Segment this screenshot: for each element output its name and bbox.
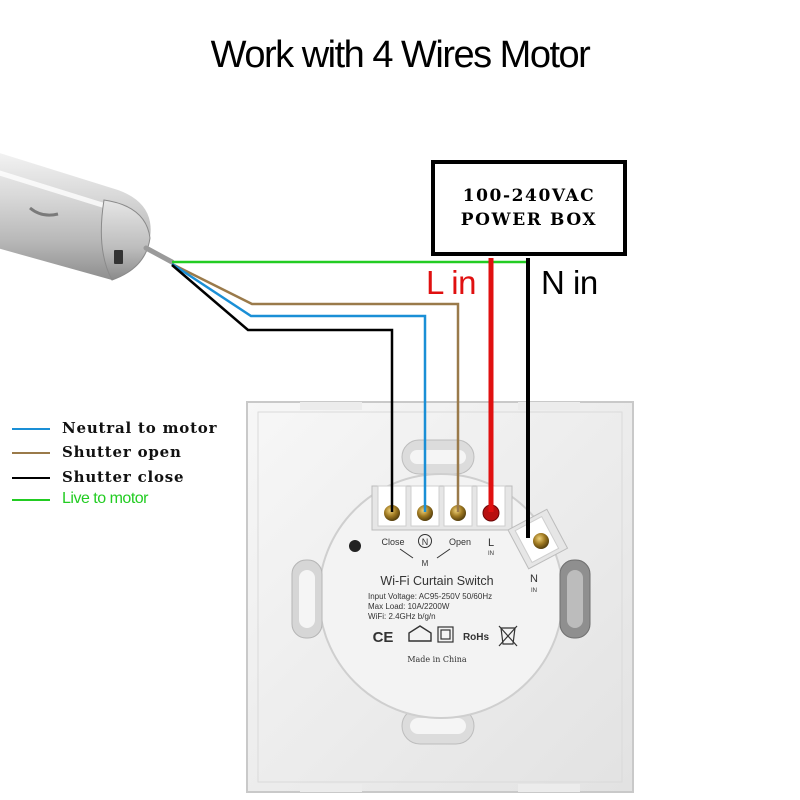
double-insulation-icon — [437, 626, 454, 643]
label-close: Close — [381, 537, 404, 547]
house-icon — [408, 625, 432, 642]
ce-mark: CE — [373, 629, 394, 646]
spec-line-0: Input Voltage: AC95-250V 50/60Hz — [368, 592, 492, 601]
switch-plate — [246, 401, 634, 793]
label-n-in: N — [530, 573, 538, 585]
neutral-in-label: N in — [541, 264, 598, 301]
switch-labels: Close N Open L IN M N IN Wi-Fi Curtain S… — [368, 534, 538, 664]
legend-label: Shutter close — [62, 468, 185, 486]
legend-swatch — [12, 499, 50, 501]
made-in: Made in China — [407, 655, 467, 664]
neutral-screw — [417, 505, 433, 521]
label-l-sub: IN — [488, 551, 494, 557]
weee-bin-icon — [498, 625, 518, 647]
page-title: Work with 4 Wires Motor — [210, 34, 591, 76]
close-screw — [384, 505, 400, 521]
label-open: Open — [449, 537, 471, 547]
wire-shutter-open — [171, 262, 460, 512]
power-box: 100-240VAC POWER BOX — [431, 160, 627, 256]
legend-swatch — [12, 428, 50, 430]
power-box-line-1: 100-240VAC — [462, 186, 596, 206]
legend-label: Neutral to motor — [62, 419, 218, 437]
wire-shutter-close — [171, 264, 394, 512]
wire-neutral-to-motor — [171, 262, 427, 512]
label-n: N — [422, 537, 429, 547]
wires — [171, 258, 530, 538]
open-screw — [450, 505, 466, 521]
power-box-line-2: POWER BOX — [460, 210, 598, 230]
spec-line-2: WiFi: 2.4GHz b/g/n — [368, 612, 436, 621]
legend-swatch — [12, 452, 50, 454]
neutral-in-screw — [533, 533, 549, 549]
live-in-label: L in — [426, 264, 476, 301]
label-l: L — [488, 537, 494, 549]
product-name: Wi-Fi Curtain Switch — [380, 574, 493, 588]
rohs-mark: RoHs — [463, 632, 490, 643]
spec-line-1: Max Load: 10A/2200W — [368, 602, 450, 611]
label-m: M — [422, 559, 429, 568]
motor-tube — [0, 153, 175, 281]
legend-label: Shutter open — [62, 443, 182, 461]
label-n-in-sub: IN — [531, 588, 537, 594]
legend-label: Live to motor — [62, 490, 148, 507]
legend-swatch — [12, 477, 50, 479]
